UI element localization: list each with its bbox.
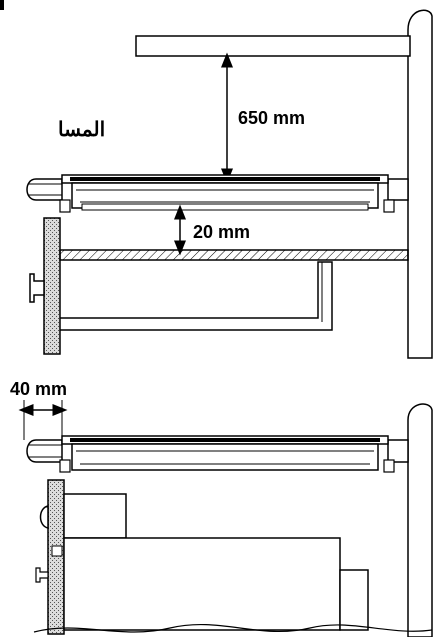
oven-handle: [39, 505, 49, 529]
right-wall-top: [407, 9, 433, 359]
worktop-right-edge-bottom: [387, 439, 409, 463]
worktop-right-edge: [387, 178, 409, 201]
bottom-installation-view: 40 mm: [10, 379, 433, 637]
right-wall-bottom: [407, 403, 433, 637]
worktop-left-edge: [26, 178, 63, 201]
top-installation-view: 650 mm المسا 20 mm: [0, 0, 433, 359]
drawer-frame: [60, 261, 333, 331]
hatched-shelf: [59, 249, 409, 261]
heading-fragment: المسا: [58, 119, 105, 141]
door-knob: [29, 273, 45, 303]
oven-box: [63, 537, 341, 631]
oven-knob: [35, 567, 49, 583]
break-line: [33, 623, 433, 633]
oven-side-panel: [339, 569, 369, 631]
clearance-above-label: 650 mm: [238, 108, 305, 128]
cabinet-door-bottom: [47, 479, 65, 635]
mounting-clamp-right-bottom: [383, 459, 395, 473]
clearance-below-label: 20 mm: [193, 222, 250, 242]
cabinet-door-top: [43, 217, 61, 355]
mounting-clamp-left: [59, 199, 71, 213]
mounting-clamp-right: [383, 199, 395, 213]
side-distance-label: 40 mm: [10, 379, 67, 399]
hob-body-bottom: [71, 443, 379, 471]
mounting-clamp-left-bottom: [59, 459, 71, 473]
corner-mark: [0, 0, 4, 10]
overhead-shelf: [135, 35, 411, 57]
upper-appliance-box: [63, 493, 127, 539]
worktop-left-edge-bottom: [26, 439, 63, 463]
